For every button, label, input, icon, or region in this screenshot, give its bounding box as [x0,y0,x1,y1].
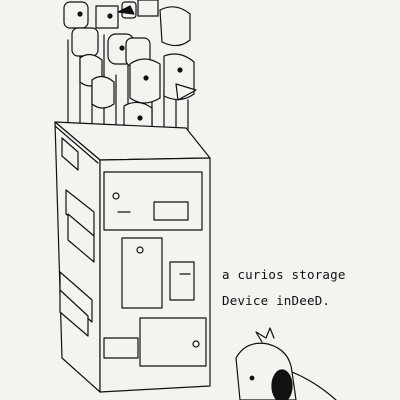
side-drawer [59,271,93,323]
caption-line-2: Device inDeeD. [222,293,331,308]
bird-head [175,83,197,101]
tag-plate [103,337,139,359]
bird-heads [63,0,197,135]
bird-head [63,1,89,29]
side-drawer [67,213,95,263]
bird-head [159,6,191,47]
bird-head [95,5,119,29]
side-drawer [59,289,89,337]
caption: a curios storage Device inDeeD. [222,262,346,314]
drawer-small [153,201,189,221]
side-drawer [61,137,79,171]
side-drawers [59,137,95,337]
caption-line-1: a curios storage [222,267,346,282]
bird-head [137,0,159,17]
latch-panel [169,261,195,301]
bird-head [91,75,115,109]
bird-head [129,58,161,104]
bird-head [71,27,99,57]
peeking-creature [235,327,337,400]
front-doors [103,171,207,367]
door-top [103,171,203,231]
